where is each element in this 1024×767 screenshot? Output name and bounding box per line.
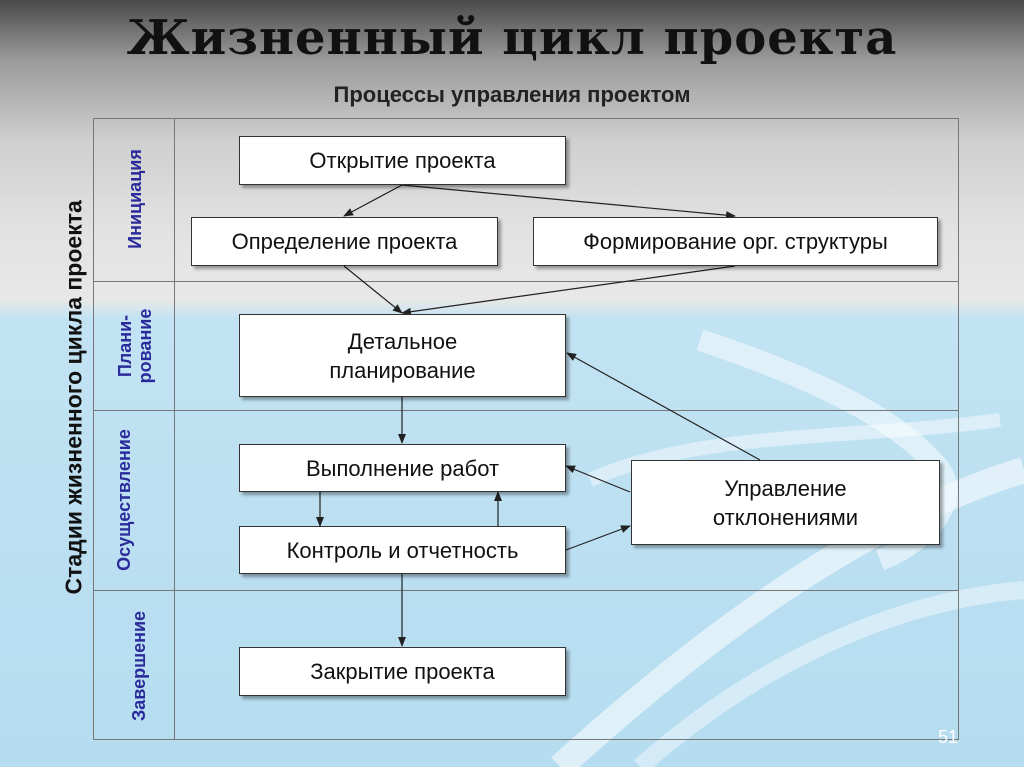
stage-column-divider bbox=[174, 118, 175, 739]
arrow-opening-to-definition bbox=[343, 184, 403, 217]
process-box-opening: Открытие проекта bbox=[239, 136, 566, 185]
stage-divider-initiation bbox=[93, 281, 958, 282]
arrow-deviation-to-execution bbox=[565, 465, 631, 493]
process-box-org-structure: Формирование орг. структуры bbox=[533, 217, 938, 266]
arrow-opening-to-org-structure bbox=[401, 184, 736, 220]
slide-title: Жизненный цикл проекта bbox=[126, 10, 898, 66]
arrow-control-to-deviation bbox=[565, 525, 631, 551]
process-box-detailed-planning: Детальное планирование bbox=[239, 314, 566, 397]
process-box-control: Контроль и отчетность bbox=[239, 526, 566, 574]
process-box-definition: Определение проекта bbox=[191, 217, 498, 266]
process-box-execution: Выполнение работ bbox=[239, 444, 566, 492]
stage-divider-planning bbox=[93, 410, 958, 411]
arrow-org-structure-to-planning bbox=[401, 265, 736, 316]
arrow-deviation-to-planning bbox=[566, 352, 761, 461]
lifecycle-frame bbox=[93, 118, 959, 740]
arrow-definition-to-planning bbox=[343, 265, 403, 314]
stage-divider-execution bbox=[93, 590, 958, 591]
process-box-closing: Закрытие проекта bbox=[239, 647, 566, 696]
slide-subtitle: Процессы управления проектом bbox=[333, 82, 691, 107]
process-box-deviation-management: Управление отклонениями bbox=[631, 460, 940, 545]
page-number: 51 bbox=[938, 727, 959, 747]
